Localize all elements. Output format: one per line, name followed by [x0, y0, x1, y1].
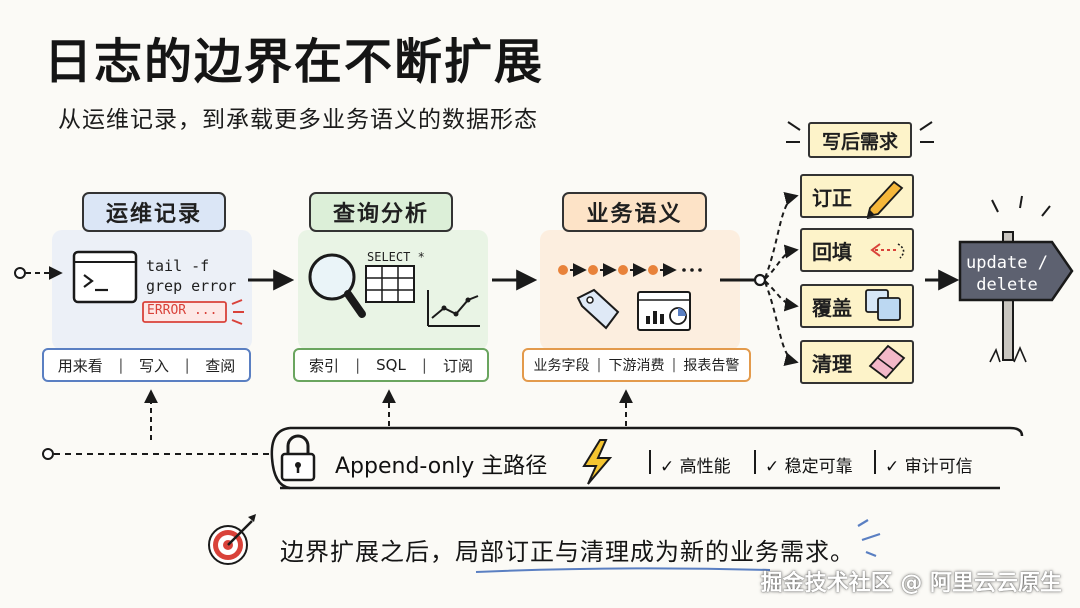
write-after-heading: 写后需求: [808, 122, 912, 158]
query-tags: 索引 | SQL | 订阅: [293, 348, 489, 382]
note-overwrite: 覆盖: [800, 284, 914, 328]
tag-item: 报表告警: [683, 358, 740, 374]
footer-conclusion: 边界扩展之后，局部订正与清理成为新的业务需求。: [280, 538, 855, 566]
note-label: 覆盖: [812, 295, 852, 320]
check-label: 审计可信: [904, 457, 973, 477]
tag-item: 订阅: [442, 356, 473, 375]
note-label: 回填: [812, 239, 852, 264]
sparkle-icon: [857, 519, 881, 558]
note-label: 订正: [812, 185, 852, 210]
note-backfill: 回填: [800, 228, 914, 272]
terminal-icon: [72, 250, 138, 304]
check-audit: ✓ 审计可信: [885, 457, 973, 477]
page-subtitle: 从运维记录，到承载更多业务语义的数据形态: [58, 107, 538, 133]
magnifier-icon: [308, 253, 366, 318]
dashboard-icon: [637, 291, 691, 331]
signpost-line-2: delete: [976, 275, 1038, 295]
line-chart-icon: [427, 290, 480, 327]
input-arrow: [14, 266, 63, 280]
signpost-icon: [958, 195, 1074, 363]
tag-item: 下游消费: [608, 358, 665, 374]
signpost-line-1: update /: [966, 253, 1048, 273]
note-label: 清理: [812, 351, 852, 376]
stage-ops-label: 运维记录: [82, 192, 226, 232]
note-cleanup: 清理: [800, 340, 914, 384]
append-only-label: Append-only 主路径: [335, 454, 548, 479]
error-badge-icon: [142, 299, 244, 325]
tag-item: 写入: [138, 356, 169, 375]
stage-biz-label: 业务语义: [562, 192, 707, 232]
tag-separator: |: [671, 357, 677, 373]
terminal-line-2: grep error: [146, 277, 237, 295]
tag-icon: [576, 288, 620, 330]
check-stability: ✓ 稳定可靠: [765, 457, 853, 477]
stage-query-label: 查询分析: [309, 192, 453, 232]
page-title: 日志的边界在不断扩展: [44, 34, 545, 90]
tag-separator: |: [355, 356, 361, 374]
lock-icon: [280, 434, 316, 482]
terminal-text: tail -f grep error: [146, 256, 236, 296]
biz-tags: 业务字段 | 下游消费 | 报表告警: [522, 348, 751, 382]
check-performance: ✓ 高性能: [660, 457, 731, 477]
branch-arrows: [764, 191, 799, 367]
tag-separator: |: [184, 356, 190, 374]
tag-separator: |: [421, 356, 427, 374]
tag-item: 索引: [309, 356, 340, 375]
check-label: 高性能: [679, 457, 731, 477]
table-icon: [365, 265, 415, 303]
watermark: 掘金技术社区 @ 阿里云云原生: [760, 571, 1062, 596]
tag-item: SQL: [376, 356, 406, 374]
check-separators: [649, 450, 876, 474]
terminal-line-1: tail -f: [146, 257, 210, 275]
event-chain-icon: [558, 263, 702, 277]
tag-separator: |: [118, 356, 124, 374]
check-label: 稳定可靠: [784, 457, 853, 477]
upward-arrows: [144, 389, 633, 440]
sql-caption: SELECT *: [367, 250, 425, 264]
lightning-icon: [582, 439, 613, 485]
ops-tags: 用来看 | 写入 | 查阅: [42, 348, 251, 382]
highlight-strokes: [786, 121, 934, 143]
tag-item: 用来看: [57, 356, 103, 375]
error-badge: ERROR ...: [147, 303, 218, 318]
note-correct: 订正: [800, 174, 914, 218]
tag-item: 查阅: [205, 356, 236, 375]
signpost-text: update / delete: [962, 252, 1052, 296]
target-icon: [208, 514, 256, 565]
tag-item: 业务字段: [533, 358, 590, 374]
tag-separator: |: [596, 357, 602, 373]
